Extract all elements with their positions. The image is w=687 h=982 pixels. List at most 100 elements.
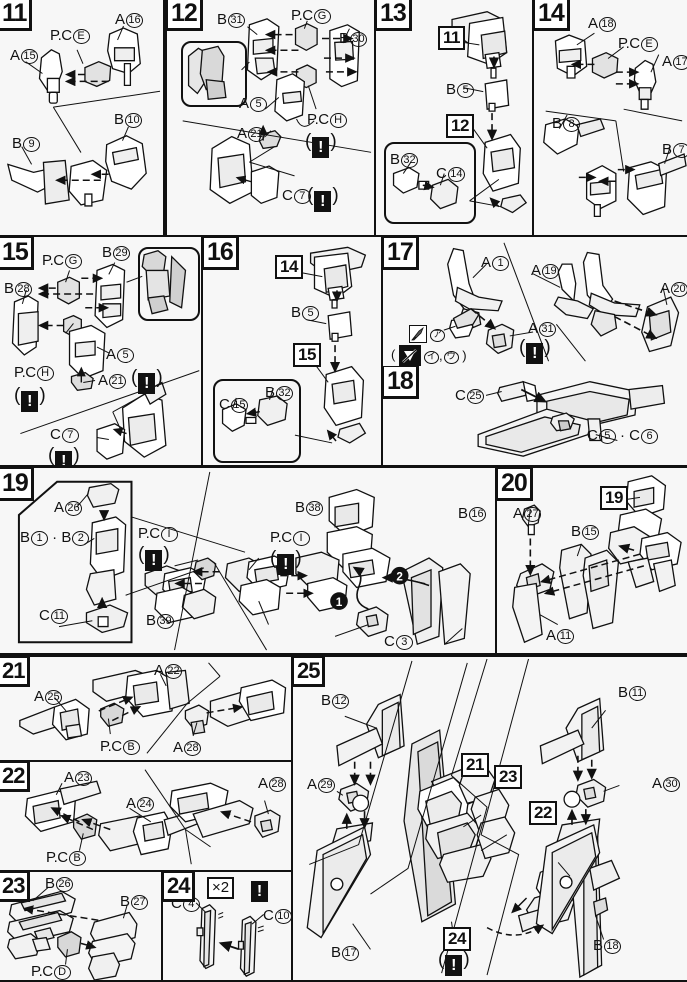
step-18-diagram — [383, 366, 687, 465]
step-panel-15: 15 — [0, 235, 203, 467]
step-number-17: 17 — [383, 237, 419, 270]
warning-icon-19b: (!) — [270, 548, 302, 575]
step-number-20: 20 — [497, 468, 533, 501]
step-ref-14: 14 — [275, 255, 303, 279]
step-ref-24: 24 — [443, 927, 471, 951]
step-11-diagram — [0, 0, 163, 235]
warning-icon-15b: (!) — [131, 367, 163, 394]
step-panel-19: 19 — [0, 466, 497, 655]
pictogram-paren-open: ( — [391, 347, 396, 362]
step-22-diagram — [0, 762, 291, 870]
svg-text:1: 1 — [336, 596, 343, 609]
step-24-diagram — [163, 872, 291, 980]
pictogram-label-a: ア — [429, 326, 445, 342]
warning-icon-19a: (!) — [138, 544, 170, 571]
step-panel-20: 20 — [495, 466, 687, 655]
step-panel-21: 21 — [0, 655, 293, 762]
warning-icon-12a: (!) — [305, 131, 337, 158]
step-ref-19: 19 — [600, 486, 628, 510]
warning-icon-15c: (!) — [48, 445, 80, 465]
step-number-24: 24 — [163, 872, 196, 902]
step-panel-14: 14 — [532, 0, 687, 237]
step-13-diagram — [376, 0, 532, 235]
step-number-12: 12 — [167, 0, 203, 31]
step-ref-23: 23 — [494, 765, 522, 789]
step-number-19: 19 — [0, 468, 34, 501]
warning-icon-15a: (!) — [14, 385, 46, 412]
step-number-22: 22 — [0, 762, 31, 792]
step-number-16: 16 — [203, 237, 239, 270]
step-14-diagram — [534, 0, 687, 235]
pictogram-labels-b-c: イ,ウ ) — [423, 348, 467, 364]
step-17-diagram — [383, 237, 687, 366]
step-ref-12: 12 — [446, 114, 474, 138]
quantity-x2-icon: ×2 — [207, 877, 235, 899]
step-23-diagram — [0, 872, 161, 980]
nipper-cut-icon — [409, 325, 427, 343]
step-20-diagram — [497, 468, 687, 653]
warning-icon-25: (!) — [438, 949, 470, 976]
step-ref-15: 15 — [293, 343, 321, 367]
step-ref-11: 11 — [438, 26, 465, 50]
step-number-13: 13 — [376, 0, 412, 31]
step-panel-13: 13 — [374, 0, 534, 237]
step-panel-16: 16 — [201, 235, 383, 467]
step-ref-22: 22 — [529, 801, 557, 825]
step-panel-25: 25 — [291, 655, 687, 982]
